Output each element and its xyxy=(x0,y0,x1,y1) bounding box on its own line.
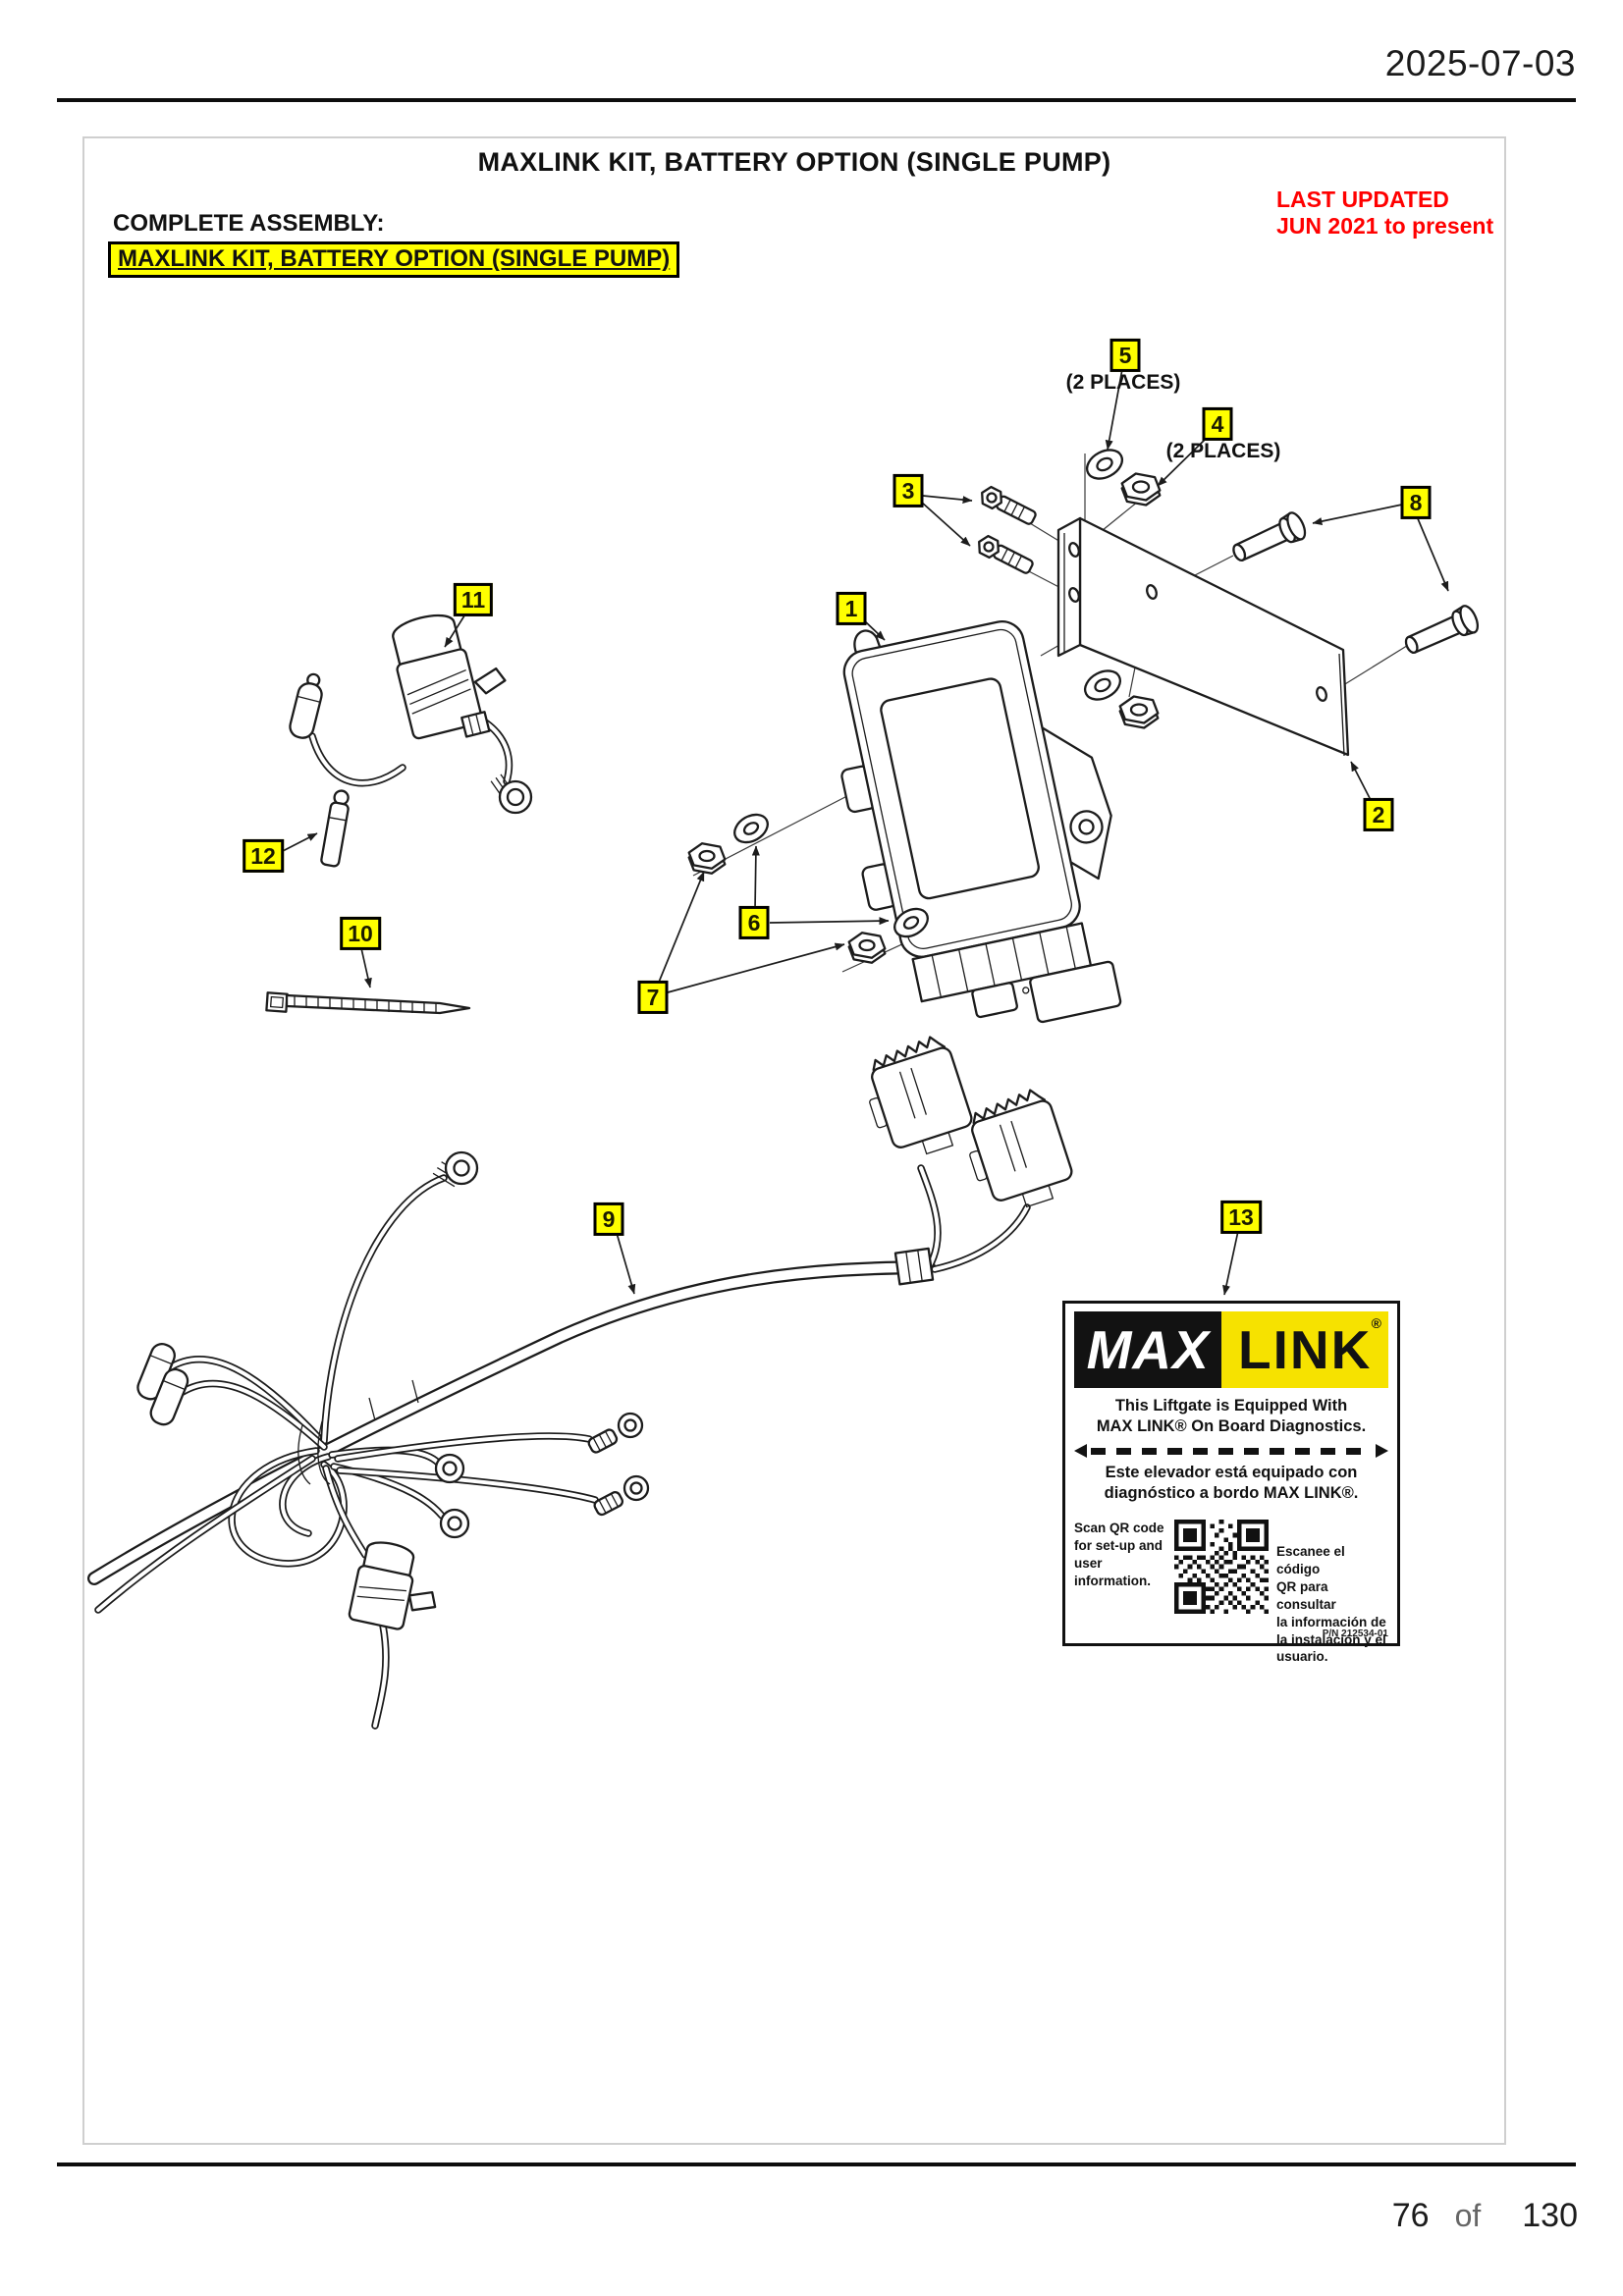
decal-text-english: This Liftgate is Equipped With MAX LINK®… xyxy=(1074,1396,1388,1437)
qr-caption-spanish: Escanee el código QR para consultar la i… xyxy=(1276,1543,1388,1666)
fuse-holder xyxy=(392,614,507,740)
hex-bolt xyxy=(981,485,1037,525)
callout-13: 13 xyxy=(1220,1200,1262,1235)
maxlink-decal: MAX LINK ® This Liftgate is Equipped Wit… xyxy=(1062,1301,1400,1664)
striped-crimp xyxy=(587,1428,619,1454)
arrow-left-icon xyxy=(1074,1444,1087,1459)
qr-code xyxy=(1174,1520,1269,1666)
hex-nut xyxy=(1118,695,1160,729)
dashed-line xyxy=(1091,1447,1372,1455)
callout-7: 7 xyxy=(637,980,669,1015)
qr-caption-es-line1: Escanee el código xyxy=(1276,1544,1345,1577)
pin-terminal xyxy=(320,789,350,868)
control-module xyxy=(840,620,1122,1024)
terminal-boot xyxy=(149,1367,189,1426)
qr-caption-es-line3: la información de xyxy=(1276,1614,1386,1629)
complete-assembly-label: COMPLETE ASSEMBLY: xyxy=(113,210,385,237)
cable-tie xyxy=(265,991,471,1015)
callout-2: 2 xyxy=(1363,797,1394,832)
page-date: 2025-07-03 xyxy=(1384,43,1576,83)
ring-terminal xyxy=(498,779,533,815)
maxlink-logo: MAX LINK ® xyxy=(1074,1311,1388,1388)
decal-dashed-arrow xyxy=(1074,1444,1388,1459)
qr-caption-english: Scan QR code for set-up and user informa… xyxy=(1074,1520,1168,1666)
ring-terminal xyxy=(617,1412,644,1439)
fuse-holder xyxy=(348,1541,437,1630)
callout-4: 4 xyxy=(1202,406,1233,442)
maxlink-logo-link-text: LINK xyxy=(1238,1319,1373,1380)
header-rule xyxy=(57,98,1576,102)
callout-10: 10 xyxy=(340,916,381,951)
terminal-boot xyxy=(289,672,323,739)
wiring-harness xyxy=(87,1036,1073,1730)
callout-9: 9 xyxy=(593,1201,624,1237)
callout-12: 12 xyxy=(243,838,284,874)
decal-es-line2: diagnóstico a bordo MAX LINK®. xyxy=(1104,1484,1359,1503)
decal-text-spanish: Este elevador está equipado con diagnóst… xyxy=(1074,1463,1388,1504)
last-updated-line2: JUN 2021 to present xyxy=(1276,213,1494,239)
page-total: 130 xyxy=(1522,2197,1578,2234)
last-updated-note: LAST UPDATED JUN 2021 to present xyxy=(1276,187,1493,240)
decal-en-line1: This Liftgate is Equipped With xyxy=(1114,1397,1348,1415)
last-updated-line1: LAST UPDATED xyxy=(1276,187,1449,212)
page-separator: of xyxy=(1454,2198,1482,2233)
arrow-right-icon xyxy=(1376,1444,1388,1459)
qr-caption-es-line5: usuario. xyxy=(1276,1649,1328,1665)
content-frame xyxy=(82,136,1506,2145)
callout-1: 1 xyxy=(836,591,867,626)
hex-nut xyxy=(847,932,887,964)
qr-caption-en-line2: for set-up and xyxy=(1074,1538,1163,1554)
fuse-holder-assembly xyxy=(289,614,533,815)
decal-en-line2: MAX LINK® On Board Diagnostics. xyxy=(1096,1417,1367,1436)
decal-es-line1: Este elevador está equipado con xyxy=(1105,1464,1358,1482)
maxlink-logo-max: MAX xyxy=(1074,1311,1222,1388)
harness-connector xyxy=(869,1036,973,1155)
hex-bolt xyxy=(978,534,1034,574)
decal-part-number: P/N 212534-01 xyxy=(1322,1629,1388,1639)
places-note: (2 PLACES) xyxy=(1065,371,1181,394)
callout-6: 6 xyxy=(738,905,770,940)
flat-washer xyxy=(733,813,769,844)
ring-terminal xyxy=(439,1508,470,1539)
harness-connector xyxy=(969,1089,1073,1208)
flat-washer xyxy=(1083,669,1122,701)
qr-caption-en-line1: Scan QR code xyxy=(1074,1521,1164,1536)
page-number: 76 of 130 xyxy=(1392,2197,1578,2235)
flat-washer xyxy=(893,907,929,938)
places-note: (2 PLACES) xyxy=(1165,440,1281,462)
clevis-pin xyxy=(1404,605,1480,655)
ring-terminal xyxy=(434,1453,465,1484)
ring-terminal xyxy=(444,1150,479,1186)
mounting-bracket xyxy=(1056,516,1350,757)
footer-rule xyxy=(57,2163,1576,2166)
page-title: MAXLINK KIT, BATTERY OPTION (SINGLE PUMP… xyxy=(477,147,1111,177)
maxlink-logo-link: LINK ® xyxy=(1221,1311,1388,1388)
hex-nut xyxy=(1120,472,1162,507)
flat-washer xyxy=(1085,449,1124,480)
hex-nut xyxy=(687,842,727,875)
callout-leaders xyxy=(280,368,1449,1296)
qr-caption-es-line2: QR para consultar xyxy=(1276,1579,1336,1612)
qr-caption-es-line4: la instalación y el xyxy=(1276,1631,1386,1647)
qr-caption-en-line3: user information. xyxy=(1074,1556,1151,1588)
clevis-pin xyxy=(1232,511,1307,562)
striped-crimp xyxy=(593,1490,624,1517)
callout-8: 8 xyxy=(1400,485,1432,520)
registered-mark: ® xyxy=(1371,1315,1383,1331)
callout-5: 5 xyxy=(1109,338,1141,373)
callout-11: 11 xyxy=(453,582,494,617)
page-current: 76 xyxy=(1391,2197,1430,2234)
callout-3: 3 xyxy=(893,473,924,508)
ring-terminal xyxy=(622,1474,650,1502)
assembly-link[interactable]: MAXLINK KIT, BATTERY OPTION (SINGLE PUMP… xyxy=(108,241,680,278)
